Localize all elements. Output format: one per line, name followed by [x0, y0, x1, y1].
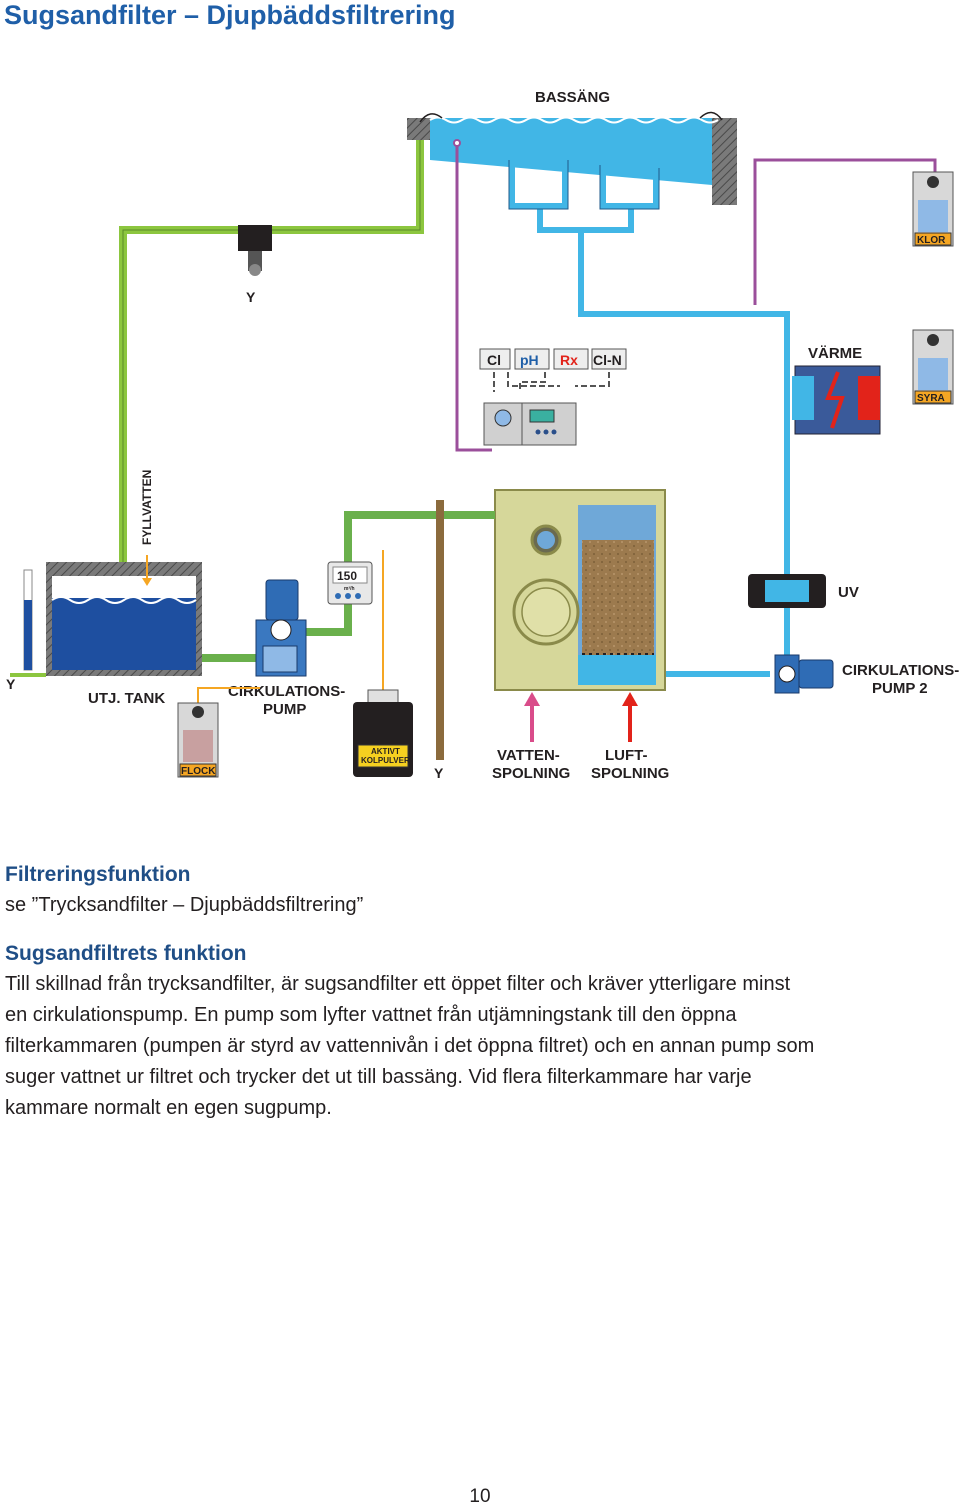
- cirk-pump-label-1: CIRKULATIONS-: [228, 683, 345, 700]
- flock-tank: FLOCK: [177, 687, 260, 778]
- syra-label: SYRA: [917, 393, 945, 404]
- section-heading: Sugsandfiltrets funktion: [5, 942, 247, 965]
- vatten-label-1: VATTEN-: [497, 747, 560, 764]
- sensor-cln: Cl-N: [593, 352, 622, 368]
- uv-unit: UV: [748, 574, 859, 608]
- luft-label-1: LUFT-: [605, 747, 648, 764]
- flock-label: FLOCK: [181, 766, 216, 777]
- flow-meter: 150 m³/h: [327, 561, 373, 605]
- section-line: en cirkulationspump. En pump som lyfter …: [5, 1004, 737, 1026]
- section-line: Till skillnad från trycksandfilter, är s…: [5, 973, 791, 995]
- klor-tank: KLOR: [912, 171, 954, 247]
- sensor-panel: Cl pH Rx Cl-N: [479, 348, 627, 446]
- sensor-rx: Rx: [560, 352, 578, 368]
- luft-label-2: SPOLNING: [591, 765, 669, 782]
- pool: BASSÄNG: [407, 89, 737, 205]
- section-line: se ”Trycksandfilter – Djupbäddsfiltrerin…: [5, 894, 364, 916]
- section-line: suger vattnet ur filtret och trycker det…: [5, 1066, 752, 1088]
- carbon-tank: AKTIVT KOLPULVER: [353, 550, 413, 777]
- varme-label: VÄRME: [808, 345, 862, 362]
- flow-unit: m³/h: [344, 586, 355, 592]
- overflow-pipe: Y: [119, 140, 424, 575]
- syra-tank: SYRA: [912, 329, 954, 405]
- svg-text:Y: Y: [246, 289, 256, 305]
- page-title: Sugsandfilter – Djupbäddsfiltrering: [4, 0, 456, 30]
- svg-text:Y: Y: [434, 765, 444, 781]
- page-number: 10: [469, 1486, 491, 1507]
- sensor-cl: Cl: [487, 352, 501, 368]
- uv-label: UV: [838, 584, 859, 601]
- section-line: kammare normalt en egen sugpump.: [5, 1097, 332, 1119]
- circulation-pump-2: CIRKULATIONS- PUMP 2: [650, 654, 959, 697]
- pool-label: BASSÄNG: [535, 89, 610, 106]
- filter-chamber: [494, 489, 666, 691]
- dosing-line: [455, 143, 492, 452]
- section-heading: Filtreringsfunktion: [5, 863, 191, 886]
- carbon-label-2: KOLPULVER: [361, 756, 410, 765]
- flow-value: 150: [337, 569, 357, 583]
- section-filtration: Filtreringsfunktion se ”Trycksandfilter …: [5, 860, 955, 921]
- buffer-tank: Y UTJ. TANK FYLLVATTEN: [6, 470, 202, 707]
- heat-exchanger: VÄRME: [792, 345, 881, 435]
- cirk-pump2-label-1: CIRKULATIONS-: [842, 662, 959, 679]
- section-line: filterkammaren (pumpen är styrd av vatte…: [5, 1035, 815, 1057]
- cirk-pump2-label-2: PUMP 2: [872, 680, 928, 697]
- sensor-ph: pH: [520, 352, 539, 368]
- return-inlets: [509, 160, 790, 440]
- klor-label: KLOR: [917, 235, 946, 246]
- vatten-label-2: SPOLNING: [492, 765, 570, 782]
- backwash-inputs: VATTEN- SPOLNING LUFT- SPOLNING: [492, 692, 669, 782]
- utj-tank-label: UTJ. TANK: [88, 690, 165, 707]
- carbon-label-1: AKTIVT: [371, 747, 400, 756]
- circulation-pump: CIRKULATIONS- PUMP: [228, 579, 345, 718]
- svg-text:Y: Y: [6, 676, 16, 692]
- cirk-pump-label-2: PUMP: [263, 701, 306, 718]
- filtration-diagram: BASSÄNG Y KLOR SYRA: [0, 60, 960, 790]
- fyllvatten-label: FYLLVATTEN: [140, 470, 154, 545]
- section-suction-filter: Sugsandfiltrets funktion Till skillnad f…: [5, 939, 955, 1124]
